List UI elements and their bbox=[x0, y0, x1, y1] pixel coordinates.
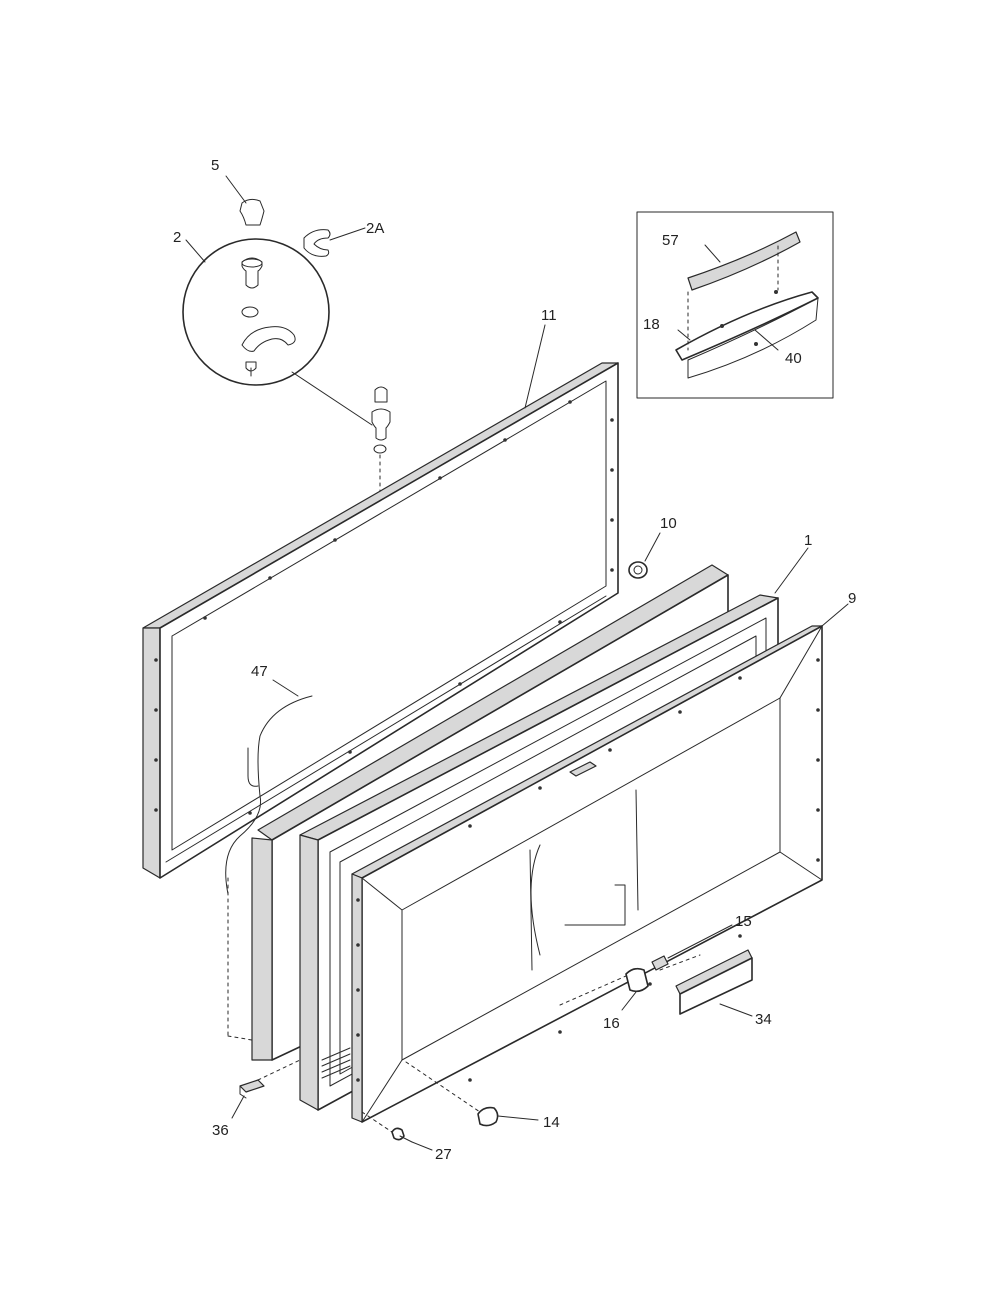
callout-16: 16 bbox=[603, 1015, 620, 1032]
bumper-part-14 bbox=[405, 1061, 539, 1127]
leader-57 bbox=[704, 244, 721, 263]
lock-part-15 bbox=[651, 955, 669, 971]
leader-47 bbox=[272, 679, 299, 697]
lock-assembly bbox=[559, 924, 733, 1011]
leader-27 bbox=[411, 1141, 433, 1151]
callout-34: 34 bbox=[755, 1011, 772, 1028]
leader-2a bbox=[329, 227, 366, 241]
leader-36 bbox=[231, 1095, 245, 1119]
latch-part bbox=[569, 761, 597, 777]
callout-36: 36 bbox=[212, 1122, 229, 1139]
leader-10 bbox=[644, 532, 661, 562]
leader-2 bbox=[185, 239, 206, 263]
hinge-detail-connector bbox=[291, 371, 373, 426]
leader-9 bbox=[821, 603, 849, 627]
callout-18: 18 bbox=[643, 316, 660, 333]
plug-part-36 bbox=[231, 1059, 301, 1119]
hinge-pin-cap bbox=[241, 258, 263, 268]
callout-15: 15 bbox=[735, 913, 752, 930]
callout-57: 57 bbox=[662, 232, 679, 249]
hinge-bracket-part bbox=[241, 326, 296, 352]
leader-16 bbox=[621, 991, 637, 1011]
hinge-detail-group bbox=[182, 238, 330, 386]
callout-5: 5 bbox=[211, 157, 219, 174]
hinge-cover-part bbox=[239, 198, 265, 226]
handle-inset-frame bbox=[636, 211, 834, 399]
handle-trim-34 bbox=[659, 949, 753, 1017]
callout-47: 47 bbox=[251, 663, 268, 680]
bumper-part-10 bbox=[628, 532, 661, 579]
handle-cap-57 bbox=[687, 231, 801, 291]
leader-11 bbox=[524, 324, 546, 409]
callout-14: 14 bbox=[543, 1114, 560, 1131]
callout-11: 11 bbox=[541, 307, 557, 324]
leader-18 bbox=[677, 329, 691, 341]
handle-inset bbox=[636, 211, 834, 399]
screw-part-27 bbox=[361, 1111, 433, 1151]
leader-15 bbox=[667, 924, 733, 959]
leader-1 bbox=[774, 547, 809, 594]
callout-27: 27 bbox=[435, 1146, 452, 1163]
callout-2a: 2A bbox=[366, 220, 384, 237]
hinge-screw-part bbox=[245, 361, 257, 377]
gasket-vent-slots bbox=[321, 1047, 351, 1079]
leader-5 bbox=[225, 175, 247, 204]
callout-40: 40 bbox=[785, 350, 802, 367]
callout-1: 1 bbox=[804, 532, 812, 549]
liner-screw-holes bbox=[356, 658, 820, 1082]
outer-door-panel-11 bbox=[142, 324, 619, 879]
leader-14 bbox=[497, 1115, 539, 1121]
inner-door-liner-9 bbox=[351, 603, 849, 1123]
hinge-detail-circle bbox=[182, 238, 330, 386]
leader-34 bbox=[719, 1003, 753, 1017]
heater-wire-47 bbox=[225, 695, 313, 895]
leader-40 bbox=[754, 329, 779, 351]
callout-10: 10 bbox=[660, 515, 677, 532]
callout-9: 9 bbox=[848, 590, 856, 607]
lock-part-16 bbox=[625, 967, 649, 993]
panel-11-screw-holes bbox=[154, 400, 614, 815]
hinge-o-ring bbox=[241, 306, 259, 318]
clip-part-2a bbox=[303, 229, 331, 257]
callout-2: 2 bbox=[173, 229, 181, 246]
